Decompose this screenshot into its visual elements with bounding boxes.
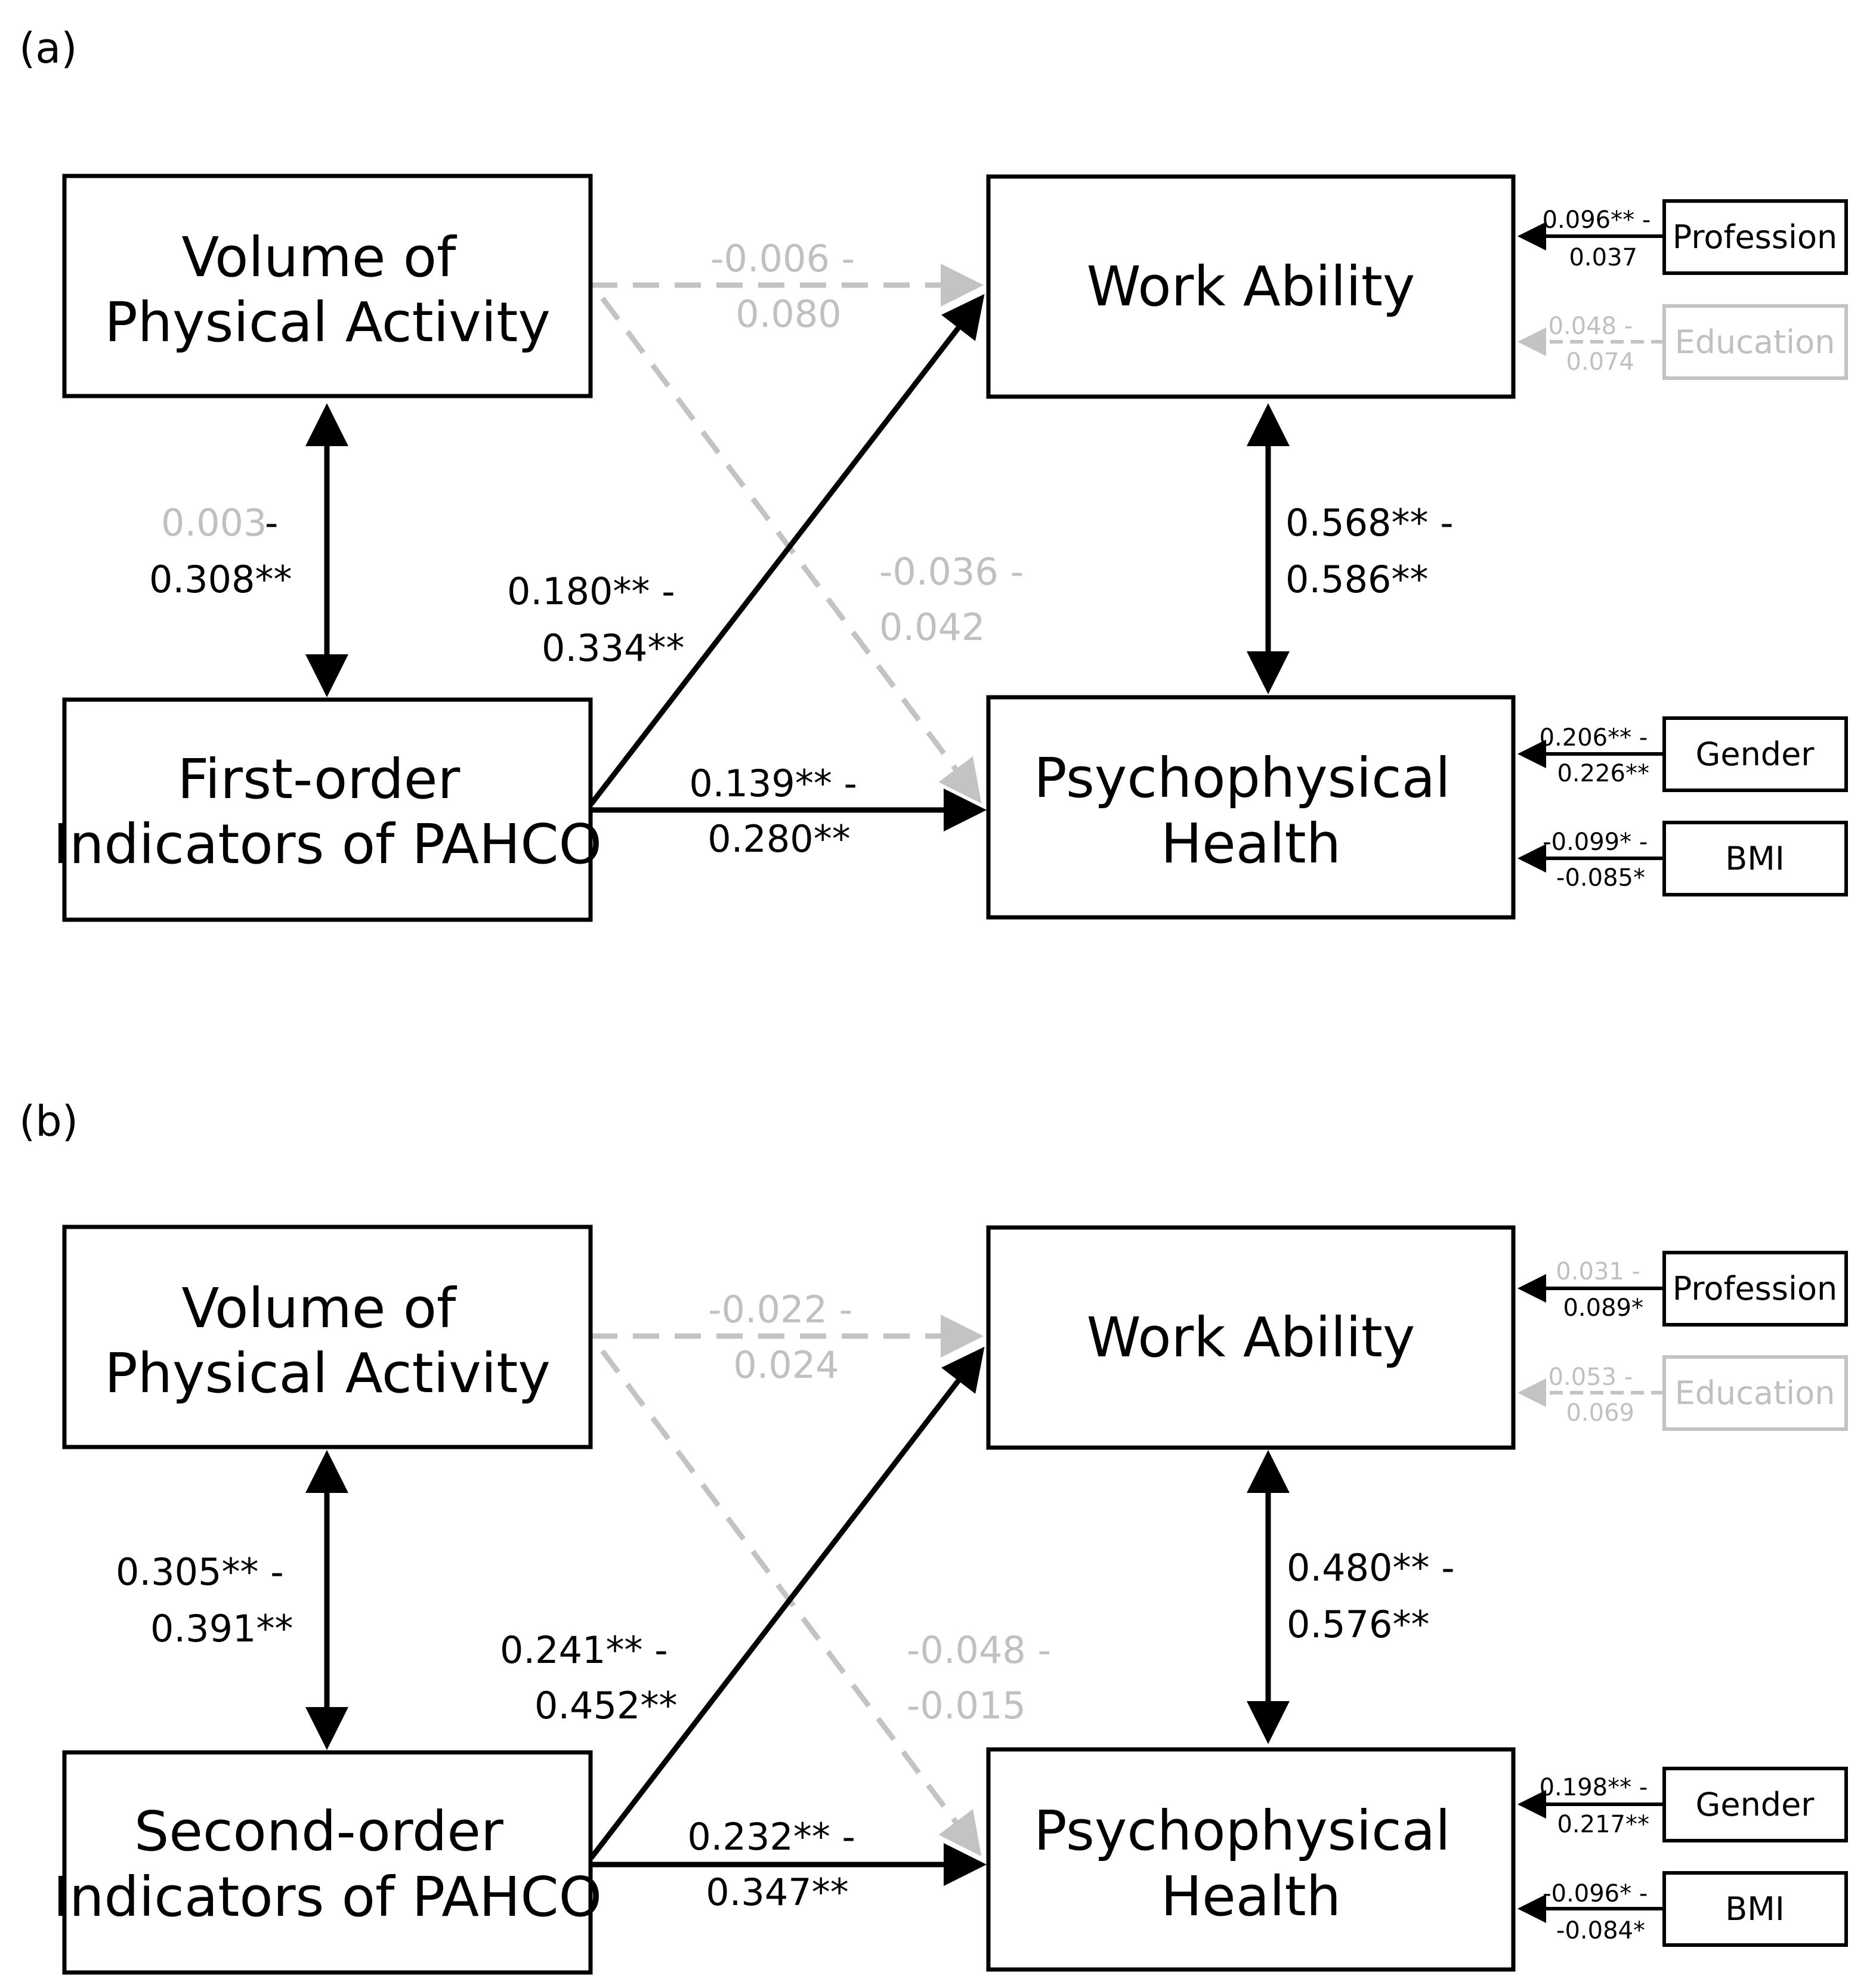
coef-indicators-health: 0.232** - 0.347** [687,1815,867,1914]
coef-work-ability-health: 0.568** - 0.586** [1285,501,1465,601]
coef-education: 0.053 - 0.069 [1549,1364,1640,1427]
coef-indicators-work-ability: 0.180** - 0.334** [507,570,687,670]
panel-b-label: (b) [19,1097,78,1146]
coef-bmi: -0.096* - -0.084* [1543,1880,1655,1944]
box-first-order-indicators [62,697,593,922]
path-indicators-to-work-ability [589,293,985,806]
coef-volume-health: -0.036 - 0.042 [879,550,1036,649]
box-volume-physical-activity [62,1225,593,1449]
control-box-gender [1662,716,1848,792]
coef-indicators-work-ability: 0.241** - 0.452** [500,1628,679,1727]
box-volume-label: Volume of Physical Activity [104,225,551,354]
control-label-bmi: BMI [1725,840,1785,877]
coef-profession: 0.096** - 0.037 [1543,206,1658,271]
box-volume-physical-activity [62,174,593,398]
coef-gender: 0.206** - 0.226** [1540,724,1655,787]
control-label-profession: Profession [1673,218,1837,256]
coef-work-ability-health: 0.480** - 0.576** [1287,1546,1466,1646]
box-work-ability-label: Work Ability [1087,1306,1415,1369]
coef-gender: 0.198** - 0.217** [1540,1774,1655,1838]
box-volume-label: Volume of Physical Activity [104,1276,551,1405]
coef-education: 0.048 - 0.074 [1549,313,1640,376]
coef-volume-work-ability: -0.006 - 0.080 [710,237,867,336]
panel-a: (a) Volume of Physical Activity First-or… [19,24,1848,922]
control-label-gender: Gender [1696,1786,1815,1823]
coef-volume-indicators-low: 0.003 [161,501,267,545]
coef-indicators-health: 0.139** - 0.280** [689,762,868,861]
control-label-bmi: BMI [1725,1890,1785,1928]
control-label-education: Education [1675,1374,1835,1412]
coef-volume-indicators-sep: - [265,501,278,545]
path-indicators-to-work-ability [589,1346,985,1860]
control-label-gender: Gender [1696,735,1815,773]
coef-profession-high: 0.089* [1563,1294,1643,1322]
control-box-bmi [1662,1871,1848,1947]
control-box-bmi [1662,821,1848,896]
box-health-label: Psychophysical Health [1034,746,1468,876]
box-psychophysical-health [986,1747,1516,1972]
control-box-gender [1662,1767,1848,1842]
control-box-education [1662,304,1848,380]
box-health-label: Psychophysical Health [1034,1799,1468,1928]
coef-profession: 0.031 - [1556,1258,1640,1285]
box-psychophysical-health [986,695,1516,920]
box-work-ability [986,1225,1516,1450]
control-label-education: Education [1675,323,1835,361]
coef-volume-indicators-high: 0.308** [149,558,292,601]
coef-volume-indicators: 0.305** - 0.391** [116,1550,295,1650]
coef-volume-health: -0.048 - -0.015 [907,1628,1063,1727]
control-box-profession [1662,199,1848,275]
panel-a-label: (a) [19,24,78,73]
control-label-profession: Profession [1673,1270,1837,1307]
coef-volume-work-ability: -0.022 - 0.024 [708,1288,864,1387]
panel-b: (b) Volume of Physical Activity Second-o… [19,1097,1848,1975]
control-box-education [1662,1355,1848,1431]
control-box-profession [1662,1251,1848,1327]
box-indicators-label: First-order Indicators of PAHCO [53,747,602,876]
box-work-ability [986,174,1516,399]
box-second-order-indicators [62,1750,593,1975]
coef-bmi: -0.099* - -0.085* [1543,828,1655,892]
box-indicators-label: Second-order Indicators of PAHCO [53,1800,602,1929]
box-work-ability-label: Work Ability [1087,255,1415,319]
